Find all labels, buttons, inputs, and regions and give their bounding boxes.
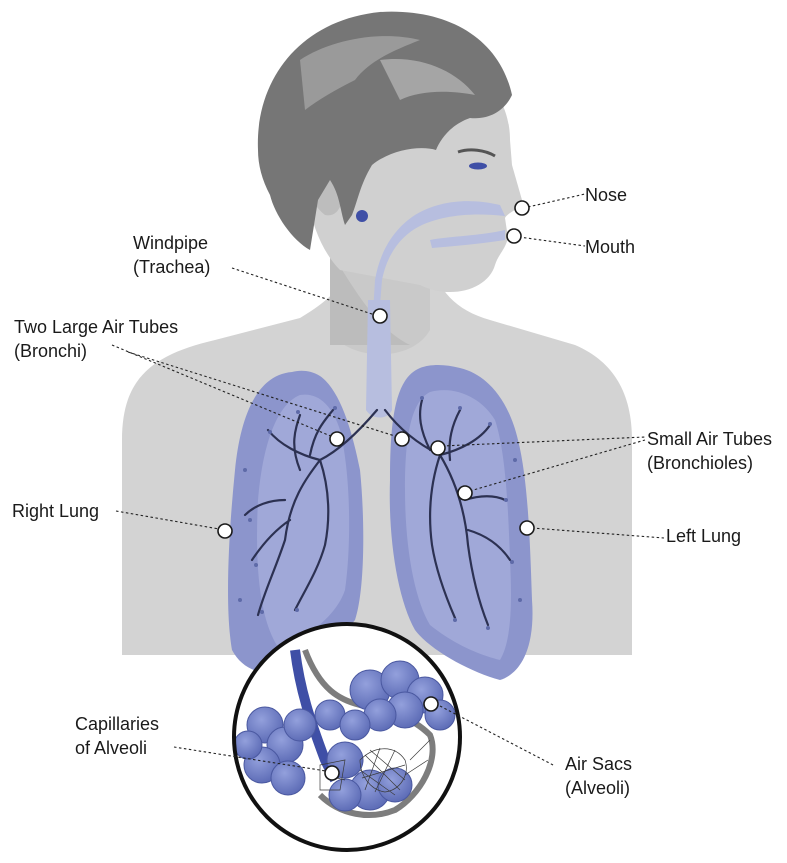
- label-mouth: Mouth: [585, 235, 635, 259]
- marker-mouth: [507, 229, 521, 243]
- label-air-sacs-line1: Air Sacs: [565, 752, 632, 776]
- label-mouth-text: Mouth: [585, 235, 635, 259]
- label-nose-text: Nose: [585, 183, 627, 207]
- label-right-lung-text: Right Lung: [12, 499, 99, 523]
- label-bronchioles-line1: Small Air Tubes: [647, 427, 772, 451]
- marker-bronchi-left: [395, 432, 409, 446]
- marker-air-sacs: [424, 697, 438, 711]
- label-bronchi-line1: Two Large Air Tubes: [14, 315, 178, 339]
- marker-capillaries: [325, 766, 339, 780]
- label-nose: Nose: [585, 183, 627, 207]
- label-windpipe-line2: (Trachea): [133, 255, 210, 279]
- label-left-lung-text: Left Lung: [666, 524, 741, 548]
- label-windpipe: Windpipe (Trachea): [133, 231, 210, 279]
- label-capillaries: Capillaries of Alveoli: [75, 712, 159, 760]
- marker-bronchioles-upper: [431, 441, 445, 455]
- label-left-lung: Left Lung: [666, 524, 741, 548]
- label-bronchioles-line2: (Bronchioles): [647, 451, 772, 475]
- label-air-sacs: Air Sacs (Alveoli): [565, 752, 632, 800]
- label-bronchi: Two Large Air Tubes (Bronchi): [14, 315, 178, 363]
- marker-right-lung: [218, 524, 232, 538]
- label-bronchioles: Small Air Tubes (Bronchioles): [647, 427, 772, 475]
- label-bronchi-line2: (Bronchi): [14, 339, 178, 363]
- label-capillaries-line2: of Alveoli: [75, 736, 159, 760]
- label-windpipe-line1: Windpipe: [133, 231, 210, 255]
- marker-bronchi-right: [330, 432, 344, 446]
- label-right-lung: Right Lung: [12, 499, 99, 523]
- marker-windpipe: [373, 309, 387, 323]
- eye: [469, 163, 487, 170]
- label-air-sacs-line2: (Alveoli): [565, 776, 632, 800]
- label-capillaries-line1: Capillaries: [75, 712, 159, 736]
- earring: [356, 210, 368, 222]
- marker-nose: [515, 201, 529, 215]
- marker-left-lung: [520, 521, 534, 535]
- marker-bronchioles-lower: [458, 486, 472, 500]
